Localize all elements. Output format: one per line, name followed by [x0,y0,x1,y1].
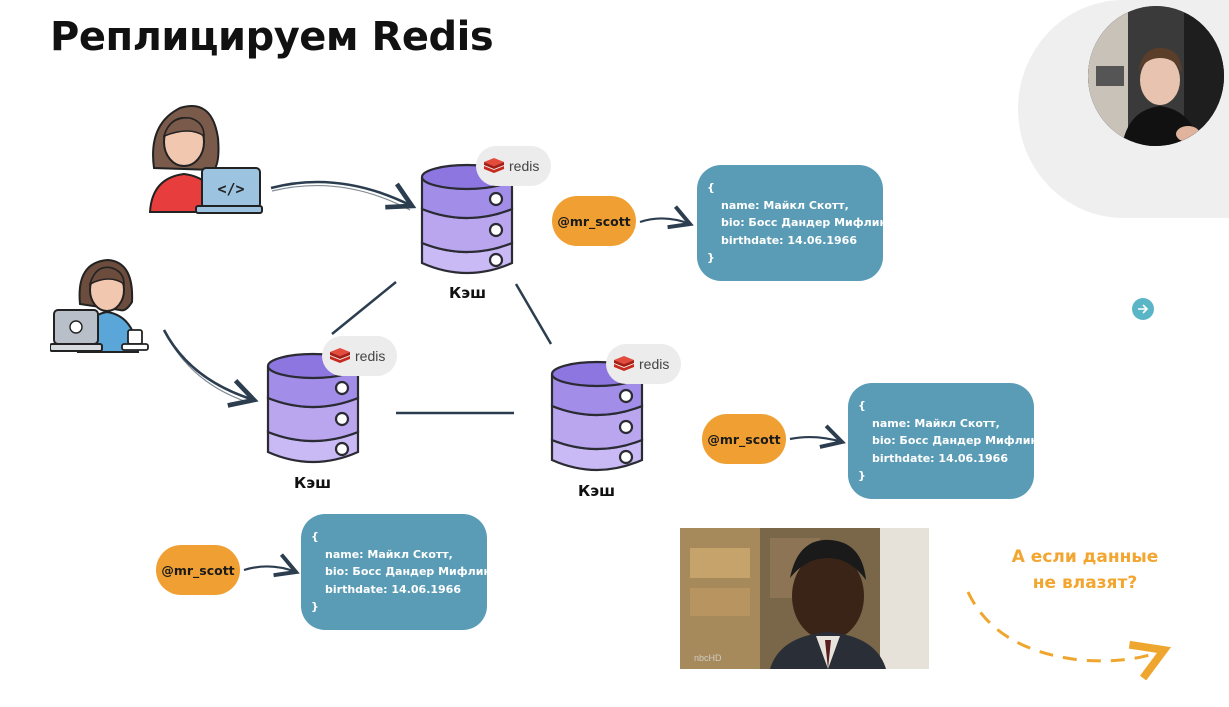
cache-label: Кэш [449,284,487,302]
page-title: Реплицируем Redis [50,14,494,60]
redis-badge: redis [476,146,552,186]
json-close-brace: } [858,469,866,482]
json-birthdate-field: birthdate: 14.06.1966 [325,582,461,596]
redis-badge-label: redis [639,356,670,372]
json-record-card: { name: Майкл Скотт, bio: Босс Дандер Ми… [301,514,496,630]
database-icon [550,360,644,482]
redis-logo-icon [484,158,504,173]
next-slide-button[interactable] [1132,298,1154,320]
json-name-field: name: Майкл Скотт, [872,416,1000,430]
question-note: А если данные не влазят? [990,544,1180,596]
json-open-brace: { [311,530,319,543]
json-birthdate-field: birthdate: 14.06.1966 [721,233,857,247]
json-name-field: name: Майкл Скотт, [721,198,849,212]
user-handle-pill: @mr_scott [156,545,240,595]
json-birthdate-field: birthdate: 14.06.1966 [872,451,1008,465]
arrow-right-icon [1138,304,1149,314]
webcam-presenter [1088,6,1224,146]
json-close-brace: } [707,251,715,264]
json-close-brace: } [311,600,319,613]
meme-photo: nbcHD [680,528,929,669]
json-record-card: { name: Майкл Скотт, bio: Босс Дандер Ми… [848,383,1043,499]
cache-label: Кэш [294,474,332,492]
json-open-brace: { [707,181,715,194]
json-name-field: name: Майкл Скотт, [325,547,453,561]
json-record-card: { name: Майкл Скотт, bio: Босс Дандер Ми… [697,165,892,281]
redis-badge: redis [322,336,398,376]
user-with-laptop-icon [49,254,152,360]
json-bio-field: bio: Босс Дандер Мифлин, [872,434,1043,447]
question-note-line2: не влазят? [1032,573,1138,593]
redis-badge: redis [606,344,682,384]
json-open-brace: { [858,399,866,412]
json-bio-field: bio: Босс Дандер Мифлин, [721,216,892,229]
user-handle-pill: @mr_scott [552,196,636,246]
redis-logo-icon [614,356,634,371]
redis-badge-label: redis [355,348,386,364]
cache-label: Кэш [578,482,616,500]
redis-logo-icon [330,348,350,363]
svg-text:</>: </> [217,180,244,198]
redis-badge-label: redis [509,158,540,174]
photo-watermark: nbcHD [694,653,722,663]
user-handle-pill: @mr_scott [702,414,786,464]
json-bio-field: bio: Босс Дандер Мифлин, [325,565,496,578]
question-note-line1: А если данные [1011,547,1159,567]
developer-with-laptop-icon: </> [146,104,266,220]
